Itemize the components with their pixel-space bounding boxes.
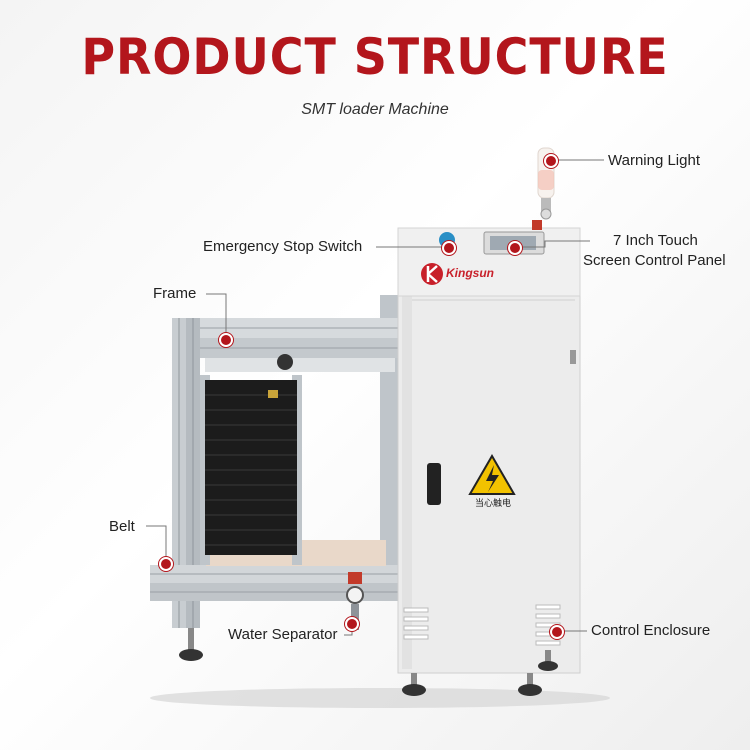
frame-marker bbox=[219, 333, 233, 347]
control-enclosure-marker bbox=[550, 625, 564, 639]
page-subtitle: SMT loader Machine bbox=[301, 101, 449, 118]
callout-lines bbox=[146, 159, 604, 636]
label-control-enclosure: Control Enclosure bbox=[591, 622, 711, 639]
touch-screen-marker bbox=[508, 241, 522, 255]
label-warning-light: Warning Light bbox=[608, 152, 700, 169]
label-belt: Belt bbox=[109, 518, 135, 535]
label-touch-screen-line1: 7 Inch Touch bbox=[613, 232, 698, 249]
label-emergency-stop-switch: Emergency Stop Switch bbox=[203, 238, 363, 255]
kingsun-logo bbox=[421, 263, 443, 285]
control-enclosure-body bbox=[397, 147, 581, 696]
label-frame: Frame bbox=[153, 285, 197, 302]
page-title: PRODUCT STRUCTURE bbox=[81, 28, 669, 86]
belt-marker bbox=[159, 557, 173, 571]
warning-sign-text: 当心触电 bbox=[474, 498, 511, 508]
warning-light-marker bbox=[544, 154, 558, 168]
label-touch-screen-line2: Screen Control Panel bbox=[583, 252, 726, 269]
brand-text: Kingsun bbox=[446, 266, 494, 280]
water-separator-marker bbox=[345, 617, 359, 631]
label-water-separator: Water Separator bbox=[228, 626, 338, 643]
frame bbox=[150, 295, 404, 661]
emergency-stop-marker bbox=[442, 241, 456, 255]
